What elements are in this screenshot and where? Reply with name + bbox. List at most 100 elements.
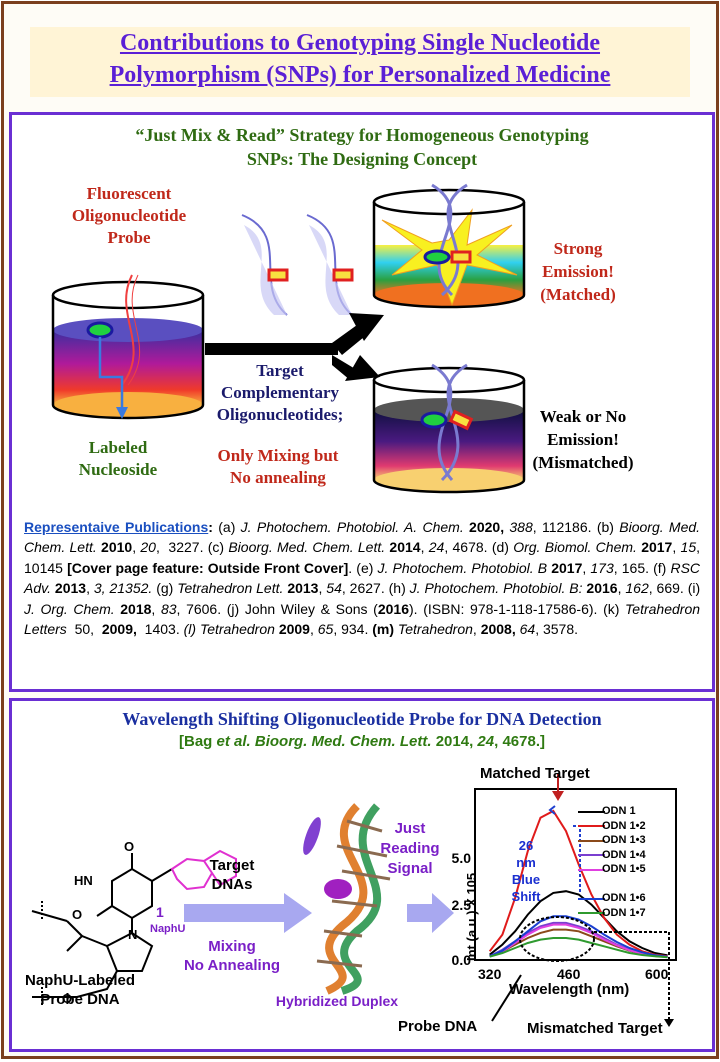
citation-pages: , 4678.]	[494, 733, 545, 750]
fork-arrow	[205, 313, 384, 381]
pub-year: 2018	[120, 600, 152, 617]
y-tick-label: 5.0	[451, 850, 471, 866]
x-axis-label: Wavelength (nm)	[509, 981, 630, 998]
pub-pages: 2627	[349, 580, 381, 597]
probe-label-line: Probe	[107, 228, 151, 247]
pub-volume: 173	[590, 559, 614, 576]
hybridized-duplex-label: Hybridized Duplex	[275, 993, 399, 1009]
legend-entry: ODN 1•4	[602, 848, 646, 861]
legend-entry: ODN 1	[602, 805, 636, 817]
target-label-line: Complementary	[220, 383, 340, 402]
mixing-arrow	[184, 893, 312, 933]
pub-pages: 934	[341, 621, 365, 638]
target-strands	[241, 214, 354, 316]
mixing-label-line: No annealing	[230, 468, 326, 487]
pub-pages: 3578	[542, 621, 575, 638]
detection-panel: Wavelength Shifting Oligonucleotide Prob…	[9, 698, 715, 1052]
pub-volume: 3	[93, 580, 102, 597]
pub-pages: 1403	[144, 621, 176, 638]
strong-emission-line: Emission!	[542, 262, 614, 281]
pub-volume: 24	[428, 539, 445, 556]
pub-note: [Cover page feature: Outside Front Cover…	[67, 559, 349, 576]
publications-list: Representaive Publications: (a) J. Photo…	[24, 519, 701, 638]
probe-dna-label: Probe DNA	[398, 1018, 478, 1035]
target-label: Target Complementary Oligonucleotides;	[200, 360, 360, 426]
legend-entry: ODN 1•2	[602, 819, 646, 832]
pub-year: 2008	[480, 621, 512, 638]
pub-volume: 83	[160, 600, 177, 617]
pub-pages: 3227	[168, 539, 200, 556]
detection-diagram: O O O HN N	[31, 774, 677, 1027]
pub-volume: 162	[625, 580, 649, 597]
target-dnas-line: DNAs	[211, 876, 253, 893]
citation-year: 2014,	[431, 733, 478, 750]
blue-shift-line: Blue	[511, 872, 541, 887]
x-tick-label: 320	[478, 966, 502, 982]
strong-beaker	[372, 183, 526, 309]
just-reading-line: Reading	[380, 840, 440, 857]
weak-beaker	[372, 363, 526, 494]
pub-journal: Org. Biomol. Chem.	[513, 539, 637, 556]
pub-pages: 7606	[186, 600, 218, 617]
weak-emission-line: Emission!	[547, 430, 619, 449]
reading-arrow	[407, 893, 454, 933]
oxygen-label: O	[124, 839, 134, 854]
oxygen-label: O	[62, 991, 72, 1006]
pub-year: 2009	[278, 621, 310, 638]
pub-year: 2013	[287, 580, 319, 597]
mismatched-target-label: Mismatched Target	[527, 1020, 663, 1037]
weak-emission-line: Weak or No	[539, 407, 627, 426]
compound-number: 1	[156, 904, 164, 920]
naphu-molecule	[31, 849, 237, 1007]
concept-panel: “Just Mix & Read” Strategy for Homogeneo…	[9, 112, 715, 692]
pub-year: 2013	[54, 580, 87, 597]
strong-emission-line: Strong	[553, 239, 603, 258]
citation-etal: et al.	[216, 733, 251, 750]
citation-prefix: [Bag	[179, 733, 217, 750]
target-dnas-line: Target	[209, 857, 255, 874]
legend-entry: ODN 1•5	[602, 863, 646, 875]
legend-spacer	[602, 877, 674, 892]
hn-label: HN	[74, 873, 93, 888]
molecule-label-line: Probe DNA	[40, 991, 120, 1008]
chart-legend-swatches	[578, 811, 605, 914]
pub-volume: 64	[519, 621, 536, 638]
target-label-line: Target	[256, 361, 304, 380]
nitrogen-label: N	[128, 927, 137, 942]
pub-volume: 15	[680, 539, 697, 556]
molecule-label-line: NaphU-Labeled	[24, 972, 135, 989]
pub-pages: 10145	[24, 559, 63, 576]
pub-year: 2017	[641, 539, 673, 556]
pub-journal: J. Photochem. Photobiol. B	[377, 559, 548, 576]
y-tick-label: 2.5	[451, 897, 471, 913]
pub-pages: 21352	[109, 580, 149, 597]
pub-journal: J. Photochem. Photobiol. B:	[409, 580, 583, 597]
pub-year: 2009	[101, 621, 133, 638]
series-line-6	[489, 915, 668, 958]
detection-citation: [Bag et al. Bioorg. Med. Chem. Lett. 201…	[12, 733, 712, 750]
just-reading-line: Just	[394, 820, 426, 837]
citation-volume: 24	[477, 733, 495, 750]
pub-year: 2016	[377, 600, 409, 617]
pub-volume: 54	[326, 580, 342, 597]
concept-diagram	[51, 183, 526, 494]
series-line-1	[489, 890, 668, 957]
blue-shift-label: 26 nm Blue Shift	[508, 837, 544, 905]
detection-heading: Wavelength Shifting Oligonucleotide Prob…	[122, 709, 602, 729]
blue-shift-line: nm	[516, 855, 536, 870]
molecule-label: NaphU-Labeled Probe DNA	[17, 971, 143, 1009]
hybridized-duplex-image	[303, 803, 391, 995]
left-beaker	[51, 274, 205, 420]
series-line-7	[489, 937, 668, 959]
pub-journal: Tetrahedron	[397, 621, 473, 638]
concept-heading-line-1: “Just Mix & Read” Strategy for Homogeneo…	[135, 125, 589, 145]
citation-journal: Bioorg. Med. Chem. Lett.	[250, 733, 432, 750]
oxygen-label: O	[72, 907, 82, 922]
probe-label-line: Oligonucleotide	[71, 206, 187, 225]
pub-journal: J. Org. Chem.	[24, 600, 115, 617]
chart-legend: ODN 1 ODN 1•2 ODN 1•3 ODN 1•4 ODN 1•5 OD…	[602, 804, 674, 920]
pub-volume: 388	[509, 519, 533, 535]
pub-year: 2016	[586, 580, 618, 597]
just-reading-label: Just Reading Signal	[375, 819, 445, 879]
pub-journal: Tetrahedron Lett.	[177, 580, 284, 597]
